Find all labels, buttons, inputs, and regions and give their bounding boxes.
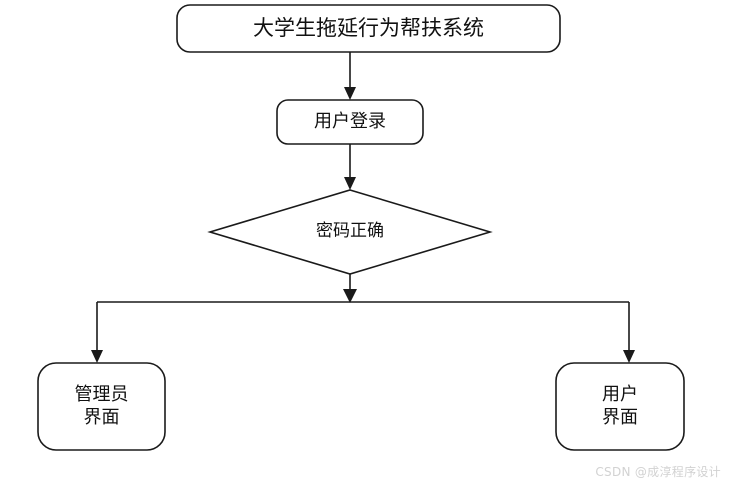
node-title-shape[interactable]: [176, 4, 561, 53]
edge-decision-stem-arrowhead: [343, 289, 357, 303]
node-decision-shape[interactable]: [207, 189, 493, 275]
node-user-shape[interactable]: [555, 362, 685, 451]
edge-decision-to-admin-arrowhead: [91, 350, 103, 363]
node-admin-shape[interactable]: [37, 362, 166, 451]
edge-login-to-decision-arrowhead: [344, 177, 356, 190]
edge-title-to-login-arrowhead: [344, 87, 356, 100]
edge-decision-to-user-arrowhead: [623, 350, 635, 363]
node-login-shape[interactable]: [276, 99, 424, 145]
